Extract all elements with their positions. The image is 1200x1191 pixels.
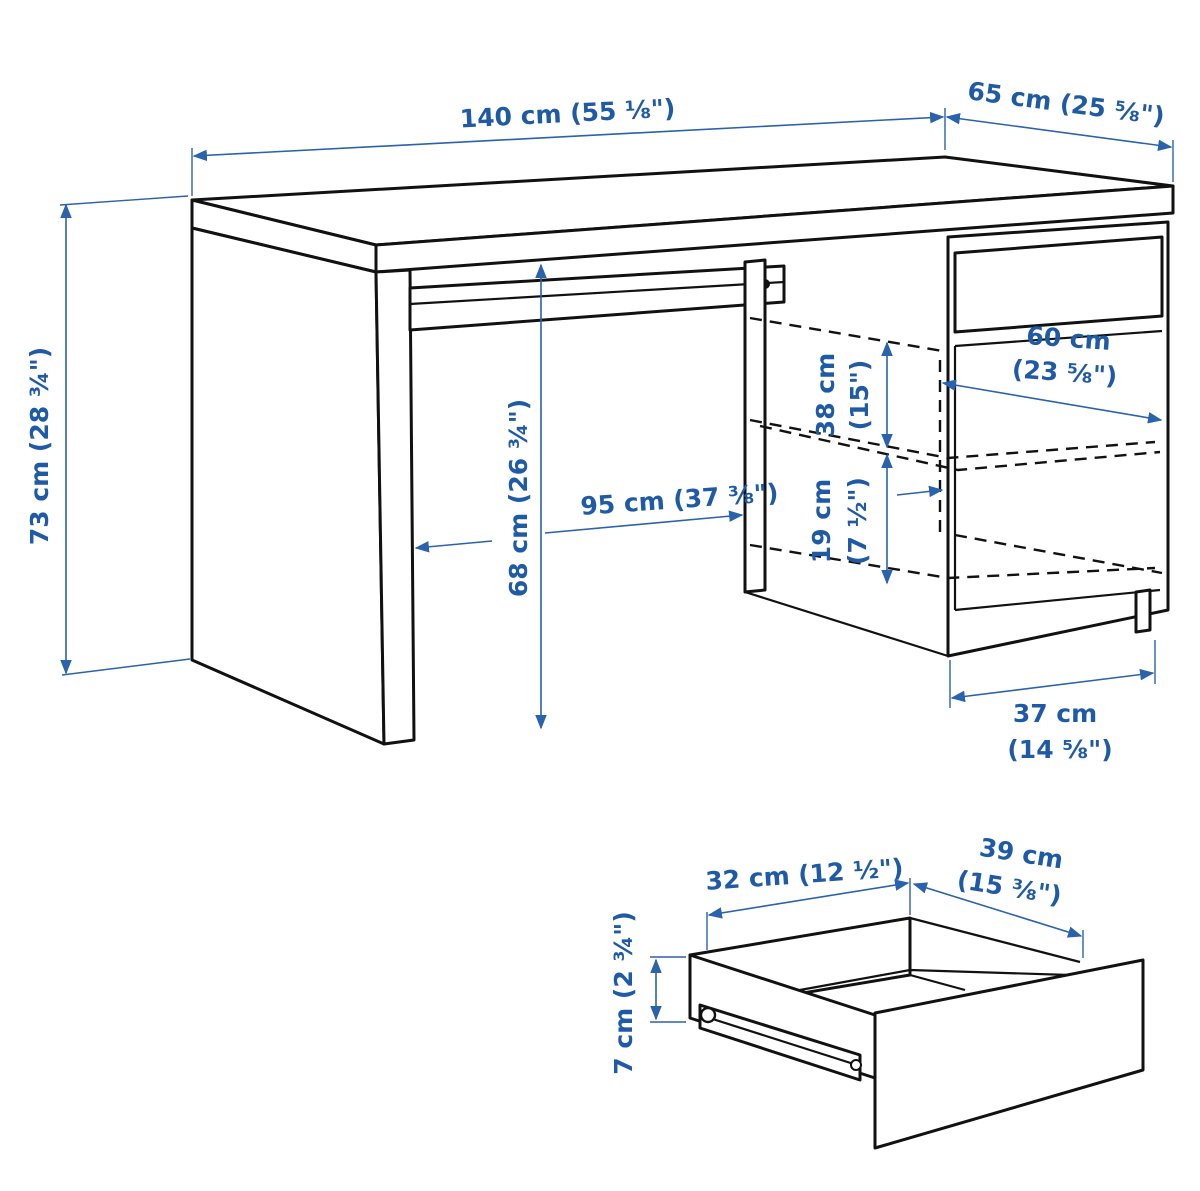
dimension-lines	[59, 108, 1174, 1023]
label-shelf-upper-height-cm: 38 cm	[811, 353, 840, 437]
label-cabinet-width-cm: 37 cm	[1013, 699, 1097, 728]
drawer-illustration	[688, 916, 1145, 1150]
label-desk-height: 73 cm (28 ¾")	[25, 347, 54, 545]
desk-illustration	[190, 155, 1175, 746]
label-cabinet-width-in: (14 ⅝")	[1007, 735, 1112, 764]
label-shelf-depth-cm: 60 cm	[1025, 321, 1111, 356]
label-shelf-lower-height-cm: 19 cm	[807, 479, 836, 563]
label-knee-height: 68 cm (26 ¾")	[504, 399, 533, 597]
label-shelf-lower-height-in: (7 ½")	[843, 477, 872, 565]
runner-wheel-icon	[850, 1059, 862, 1071]
label-desk-width: 140 cm (55 ⅛")	[459, 94, 676, 134]
label-drawer-width: 32 cm (12 ½")	[704, 853, 904, 896]
runner-wheel-icon	[699, 1006, 717, 1024]
label-desk-depth: 65 cm (25 ⅝")	[966, 76, 1166, 131]
label-drawer-depth-cm: 39 cm	[977, 833, 1065, 875]
label-drawer-height: 7 cm (2 ¾")	[609, 911, 638, 1075]
label-shelf-upper-height-in: (15")	[845, 360, 874, 431]
